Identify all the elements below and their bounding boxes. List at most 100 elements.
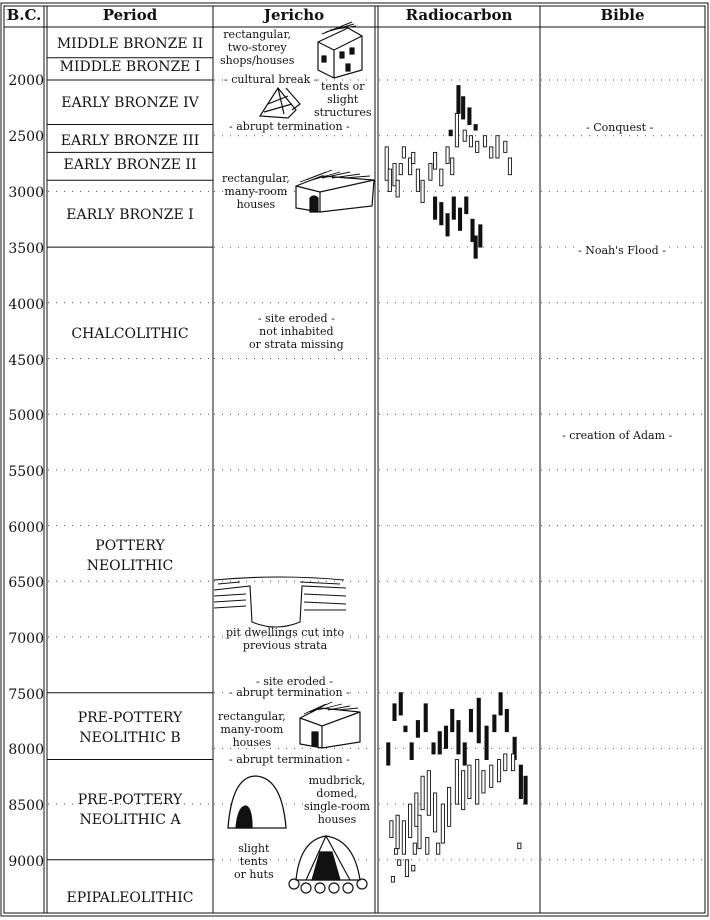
- radiocarbon-bar-open: [454, 112, 459, 148]
- note-abrupt-termination-1: - abrupt termination -: [229, 120, 350, 133]
- header-radiocarbon: Radiocarbon: [405, 6, 513, 24]
- radiocarbon-bar-open: [398, 163, 403, 176]
- radiocarbon-bar-open: [436, 842, 441, 855]
- radiocarbon-bar-open: [462, 129, 467, 142]
- radiocarbon-bar-open: [503, 753, 508, 772]
- y-tick-label: 4000: [8, 297, 44, 313]
- y-tick-label: 6000: [8, 520, 44, 536]
- radiocarbon-bar-open: [397, 859, 402, 866]
- bible-noahs-flood: - Noah's Flood -: [576, 244, 668, 257]
- radiocarbon-bar-open: [489, 764, 494, 788]
- radiocarbon-bar-open: [439, 168, 444, 187]
- period-ppna-line1: PRE-POTTERY: [77, 792, 183, 808]
- radiocarbon-bar-filled: [473, 235, 478, 259]
- radiocarbon-bar-filled: [461, 96, 466, 120]
- radiocarbon-bar-open: [389, 820, 394, 838]
- header-bc: B.C.: [6, 6, 42, 24]
- radiocarbon-bar-open: [433, 792, 438, 833]
- note-slight-tents: slight tents or huts: [234, 842, 274, 881]
- y-tick-label: 7500: [8, 687, 44, 703]
- y-tick-label: 3000: [8, 185, 44, 201]
- period-early-bronze-i: EARLY BRONZE I: [66, 207, 194, 223]
- radiocarbon-bar-filled: [484, 725, 489, 760]
- period-middle-bronze-ii: MIDDLE BRONZE II: [56, 36, 204, 52]
- radiocarbon-bar-open: [420, 775, 425, 811]
- y-tick-label: 8000: [8, 742, 44, 758]
- radiocarbon-bar-open: [392, 163, 397, 187]
- radiocarbon-bar-open: [387, 168, 392, 192]
- radiocarbon-bar-open: [408, 803, 413, 838]
- pit-dwelling-illustration: [213, 576, 347, 628]
- radiocarbon-bar-filled: [451, 196, 456, 220]
- radiocarbon-bar-filled: [478, 224, 483, 248]
- note-tents: tents or slight structures: [314, 80, 372, 119]
- y-tick-label: 9000: [8, 854, 44, 870]
- radiocarbon-bar-open: [414, 792, 419, 827]
- radiocarbon-bar-open: [511, 753, 516, 772]
- radiocarbon-bar-filled: [464, 196, 469, 215]
- radiocarbon-bar-open: [395, 179, 400, 198]
- y-tick-label: 2500: [8, 129, 44, 145]
- radiocarbon-bar-open: [412, 842, 417, 855]
- radiocarbon-bar-open: [475, 140, 480, 153]
- note-site-eroded-2: - site eroded -: [256, 675, 333, 688]
- period-pottery-neolithic-line2: NEOLITHIC: [86, 558, 174, 574]
- radiocarbon-bar-open: [503, 140, 508, 153]
- radiocarbon-bar-open: [384, 146, 389, 181]
- radiocarbon-bar-open: [475, 759, 480, 805]
- radiocarbon-bar-open: [411, 151, 416, 165]
- dotted-gridlines: [48, 79, 704, 861]
- bible-creation-of-adam: - creation of Adam -: [560, 429, 675, 442]
- radiocarbon-bar-open: [447, 786, 452, 827]
- period-ppnb-line2: NEOLITHIC B: [79, 730, 181, 746]
- radiocarbon-bar-open: [450, 157, 455, 176]
- period-early-bronze-iv: EARLY BRONZE IV: [61, 95, 199, 111]
- radiocarbon-bar-filled: [492, 714, 497, 733]
- radiocarbon-bar-open: [445, 146, 450, 164]
- note-abrupt-termination-2: - abrupt termination -: [229, 686, 350, 699]
- radiocarbon-bar-open: [428, 163, 433, 181]
- note-ppnb-houses: rectangular, many-room houses: [218, 710, 286, 749]
- note-two-storey-shops: rectangular, two-storey shops/houses: [220, 28, 295, 67]
- radiocarbon-bar-filled: [431, 742, 436, 755]
- radiocarbon-bar-open: [401, 820, 406, 855]
- two-storey-house-illustration: [317, 21, 363, 79]
- radiocarbon-bar-filled: [439, 202, 444, 226]
- period-chalcolithic: CHALCOLITHIC: [71, 326, 189, 342]
- radiocarbon-bar-open: [394, 848, 399, 855]
- y-tick-label: 3500: [8, 241, 44, 257]
- radiocarbon-dates: [384, 85, 528, 883]
- tent-illustration: [258, 86, 301, 119]
- radiocarbon-bar-open: [517, 842, 522, 850]
- radiocarbon-bar-open: [496, 759, 502, 783]
- header-bible: Bible: [600, 6, 645, 24]
- radiocarbon-bar-filled: [456, 85, 461, 114]
- radiocarbon-bar-open: [440, 803, 445, 844]
- radiocarbon-bar-open: [415, 168, 420, 192]
- radiocarbon-bar-open: [411, 864, 416, 872]
- header-period: Period: [102, 6, 158, 24]
- period-pottery-neolithic-line1: POTTERY: [95, 538, 165, 554]
- radiocarbon-bar-open: [482, 135, 488, 148]
- radiocarbon-bar-open: [425, 837, 430, 855]
- radiocarbon-bar-open: [489, 146, 494, 159]
- radiocarbon-bar-open: [426, 770, 431, 816]
- radiocarbon-bar-open: [395, 814, 400, 850]
- period-early-bronze-ii: EARLY BRONZE II: [63, 157, 197, 173]
- y-tick-label: 7000: [8, 631, 44, 647]
- period-early-bronze-iii: EARLY BRONZE III: [60, 133, 200, 149]
- radiocarbon-bar-open: [467, 764, 472, 799]
- note-site-eroded-1: - site eroded - not inhabited or strata …: [249, 312, 344, 351]
- radiocarbon-bar-filled: [403, 725, 408, 733]
- period-middle-bronze-i: MIDDLE BRONZE I: [59, 59, 201, 75]
- radiocarbon-bar-open: [433, 151, 438, 170]
- radiocarbon-bar-filled: [523, 775, 528, 805]
- y-tick-label: 5000: [8, 408, 44, 424]
- radiocarbon-bar-open: [420, 179, 425, 203]
- ppnb-house-illustration: [299, 701, 361, 749]
- header-jericho: Jericho: [263, 6, 325, 24]
- radiocarbon-bar-filled: [457, 207, 463, 231]
- note-mudbrick-houses: mudbrick, domed, single-room houses: [304, 774, 370, 826]
- radiocarbon-bar-filled: [476, 697, 481, 744]
